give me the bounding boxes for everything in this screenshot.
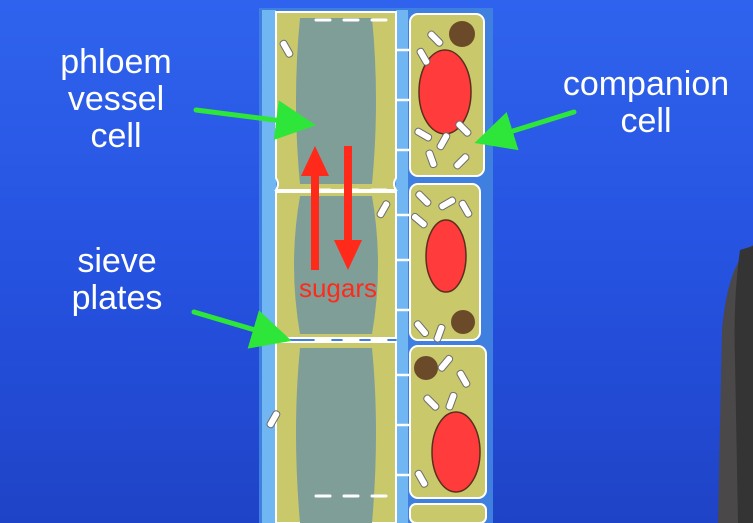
companion-cell bbox=[409, 13, 485, 177]
nucleus bbox=[425, 219, 467, 293]
nucleus bbox=[431, 411, 481, 493]
phloem-pointer-arrow bbox=[193, 100, 316, 141]
organelle bbox=[414, 356, 438, 380]
companion-pointer-arrow bbox=[474, 109, 577, 151]
phloem-vessel-cell-label: phloem vessel cell bbox=[60, 43, 172, 155]
phloem-vessel bbox=[274, 11, 398, 523]
organelle bbox=[451, 310, 475, 334]
pointer-arrows bbox=[191, 100, 577, 349]
sieve-plates-label: sieve plates bbox=[71, 242, 163, 317]
sugar-flow-arrows bbox=[301, 146, 362, 270]
mitochondrion bbox=[266, 30, 473, 488]
sugars-label: sugars bbox=[299, 273, 377, 303]
organelle bbox=[449, 21, 475, 47]
companion-cell-label: companion cell bbox=[562, 65, 730, 140]
sieve-plate bbox=[314, 18, 388, 498]
sieve-pointer-arrow bbox=[191, 309, 292, 349]
